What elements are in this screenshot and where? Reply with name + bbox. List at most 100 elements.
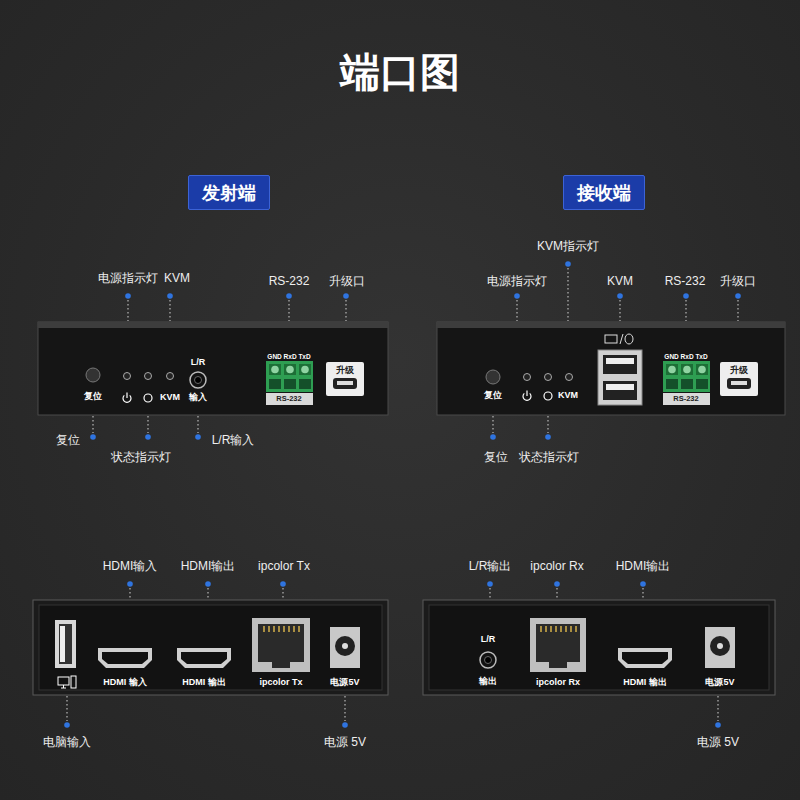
leader-dot	[195, 434, 201, 440]
callout-label: L/R输出	[469, 559, 512, 573]
micro-usb-slot	[731, 381, 747, 385]
led	[124, 373, 131, 380]
section-badge: 发射端	[188, 175, 270, 210]
panel-face	[38, 322, 388, 415]
wire-hole	[666, 379, 678, 389]
screw	[269, 364, 281, 375]
callout-label: 电源指示灯	[487, 274, 547, 288]
audio-jack	[480, 652, 496, 668]
hdmi-port	[618, 648, 672, 668]
callout-label: ipcolor Rx	[530, 559, 583, 573]
port-label: RS-232	[673, 395, 698, 403]
dc-jack-pin	[342, 643, 348, 649]
leader-dot	[735, 293, 741, 299]
callout-label: KVM	[164, 271, 190, 285]
screw	[284, 364, 296, 375]
screw-head	[683, 366, 691, 374]
hdmi-port	[177, 648, 231, 668]
leader-dot	[554, 581, 560, 587]
leader-dot	[640, 581, 646, 587]
rj45-opening	[536, 624, 580, 662]
rj45-opening	[258, 624, 304, 662]
device-panel: 复位KVMGND RxD TxDRS-232升级	[437, 322, 785, 415]
callout-label: RS-232	[665, 274, 706, 288]
rj45-port	[530, 618, 586, 672]
leader-dot	[280, 581, 286, 587]
port-label: 电源5V	[330, 678, 359, 688]
screw	[696, 364, 708, 375]
hdmi-slot	[622, 652, 668, 664]
computer-icon	[58, 677, 69, 685]
port-label: KVM	[558, 391, 578, 401]
callout-label: 状态指示灯	[519, 450, 579, 464]
device-panel: L/R输出ipcolor RxHDMI 输出电源5V	[423, 600, 775, 695]
leader-line	[128, 300, 346, 321]
callout-label: KVM指示灯	[537, 239, 599, 253]
port-label: ipcolor Rx	[536, 678, 580, 688]
callout-label: 升级口	[720, 274, 756, 288]
callout-label: 电源 5V	[324, 735, 366, 749]
screw-head	[301, 366, 309, 374]
callout-label: ipcolor Tx	[258, 559, 310, 573]
wire-hole	[299, 379, 311, 389]
reset-button	[486, 370, 500, 384]
port-label: HDMI 输入	[103, 678, 147, 688]
device-panel: HDMI 输入HDMI 输出ipcolor Tx电源5V	[33, 600, 388, 695]
audio-jack-hole	[485, 657, 492, 664]
callout-label: 复位	[56, 433, 80, 447]
port-label: 升级	[730, 366, 748, 376]
usb-tongue	[606, 384, 634, 390]
screw	[681, 364, 693, 375]
led	[524, 374, 531, 381]
port-label: GND RxD TxD	[267, 353, 310, 360]
micro-usb	[333, 378, 357, 389]
wire-hole	[269, 379, 281, 389]
port-label: L/R	[481, 635, 496, 645]
leader-dot	[683, 293, 689, 299]
reset-button	[86, 368, 100, 382]
tx-front-panel	[38, 322, 388, 415]
rj45-pins	[541, 626, 576, 632]
leader-line	[517, 268, 738, 321]
status-icon	[544, 392, 552, 400]
wire-hole	[681, 379, 693, 389]
dc-jack	[330, 627, 360, 668]
computer-stand	[61, 685, 66, 688]
rj45-port	[252, 618, 310, 672]
hdmi-slot	[181, 652, 227, 664]
hdmi-slot	[102, 652, 148, 664]
callout-label: 状态指示灯	[111, 450, 171, 464]
usb-stack	[598, 350, 642, 405]
device-panel: 复位KVML/R输入GND RxD TxDRS-232升级	[38, 322, 388, 415]
terminal-block	[663, 361, 710, 392]
power-icon	[123, 393, 131, 403]
rj45-notch	[549, 660, 567, 668]
callout-label: 电源 5V	[697, 735, 739, 749]
usb-tongue	[606, 358, 634, 364]
screw-head	[698, 366, 706, 374]
port-label: HDMI 输出	[182, 678, 226, 688]
rx-back-panel	[423, 600, 775, 695]
leader-dot	[343, 293, 349, 299]
upgrade-box	[326, 362, 364, 396]
port-label: RS-232	[276, 395, 301, 403]
leader-dot	[545, 434, 551, 440]
callout-label: HDMI输出	[181, 559, 236, 573]
mouse-icon	[625, 334, 633, 344]
icon-slash	[620, 334, 623, 344]
usb-port	[603, 381, 637, 400]
port-label: L/R	[191, 358, 206, 368]
led	[167, 373, 174, 380]
leader-dot	[514, 293, 520, 299]
leader-dot	[487, 581, 493, 587]
micro-usb	[727, 378, 751, 389]
led	[545, 374, 552, 381]
panel-face	[437, 322, 785, 415]
tx-back-panel	[33, 600, 388, 695]
hdmi-port	[98, 648, 152, 668]
port-label: GND RxD TxD	[664, 353, 707, 360]
leader-line	[93, 416, 548, 433]
dc-jack	[705, 627, 735, 668]
port-label: 复位	[84, 392, 102, 402]
